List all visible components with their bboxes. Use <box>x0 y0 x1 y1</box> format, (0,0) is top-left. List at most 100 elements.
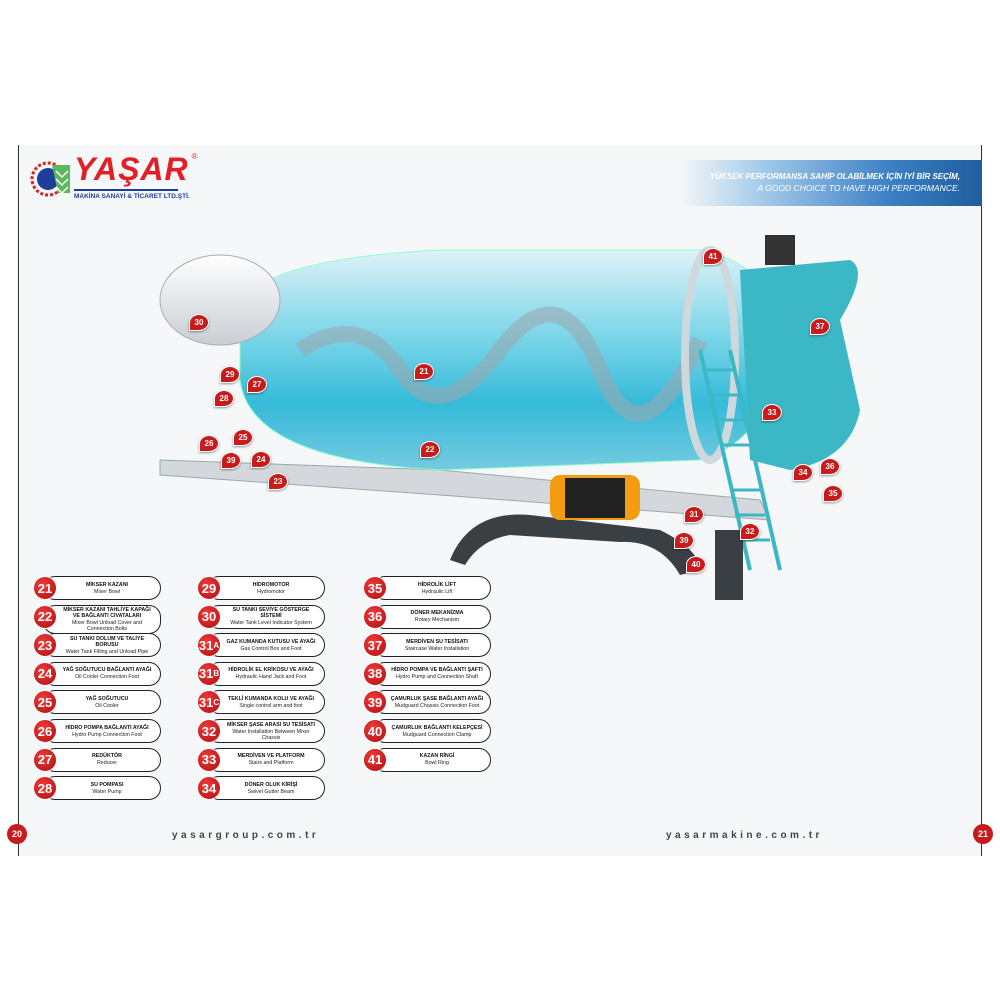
marker-30[interactable]: 30 <box>189 314 209 331</box>
legend-label-tr: MİKSER KAZANI <box>85 581 129 588</box>
legend-label-tr: MİKSER KAZANI TAHLİYE KAPAĞI VE BAĞLANTI… <box>63 606 151 619</box>
registered-icon: ® <box>191 152 198 161</box>
marker-25[interactable]: 25 <box>233 429 253 446</box>
marker-24[interactable]: 24 <box>251 451 271 468</box>
marker-40[interactable]: 40 <box>686 556 706 573</box>
url-right[interactable]: yasarmakine.com.tr <box>666 830 823 841</box>
marker-22[interactable]: 22 <box>420 441 440 458</box>
legend-label-en: Swivel Gutter Beam <box>247 788 295 795</box>
legend-label-tr: ÇAMURLUK ŞASE BAĞLANTI AYAĞI <box>390 695 484 702</box>
legend-label-tr: DÖNER OLUK KİRİŞİ <box>244 781 298 788</box>
legend-label-tr: ÇAMURLUK BAĞLANTI KELEPÇESİ <box>391 724 483 731</box>
logo-emblem-icon <box>30 161 70 197</box>
marker-39b[interactable]: 39 <box>674 532 694 549</box>
legend-number-text: 29 <box>201 580 217 596</box>
legend-number: 29 <box>197 576 221 600</box>
marker-35[interactable]: 35 <box>823 485 843 502</box>
page-number-right: 21 <box>973 824 993 844</box>
legend-number: 37 <box>363 633 387 658</box>
legend-label-en: Hydromotor <box>257 588 285 595</box>
legend-number: 32 <box>197 719 221 743</box>
marker-26[interactable]: 26 <box>199 435 219 452</box>
legend-label-en: Hydraulic Lift <box>421 588 453 595</box>
legend-number-suffix: A <box>213 640 220 650</box>
marker-21[interactable]: 21 <box>414 363 434 380</box>
legend-label-en: Oil Cooler <box>95 702 119 709</box>
legend-label-en: Oil Cooler Connection Foot <box>75 674 139 681</box>
legend-number-text: 34 <box>201 780 217 796</box>
legend-number: 23 <box>33 633 57 658</box>
legend-number-text: 41 <box>367 752 383 768</box>
legend-number: 36 <box>363 604 387 629</box>
legend-number-text: 25 <box>37 694 53 710</box>
marker-32[interactable]: 32 <box>740 523 760 540</box>
legend-number-text: 40 <box>367 723 383 739</box>
legend-number: 28 <box>33 776 57 801</box>
legend-label-tr: GAZ KUMANDA KUTUSU VE AYAĞI <box>226 638 316 645</box>
legend-number-text: 36 <box>367 609 383 625</box>
mixer-illustration <box>140 230 880 620</box>
marker-27[interactable]: 27 <box>247 376 267 393</box>
legend-number-suffix: C <box>213 697 220 707</box>
marker-28[interactable]: 28 <box>214 390 234 407</box>
marker-37[interactable]: 37 <box>810 318 830 335</box>
legend-number-text: 24 <box>37 666 53 682</box>
legend-number: 27 <box>33 747 57 772</box>
legend-number-text: 33 <box>201 752 217 768</box>
legend-label-en: Hydro Pump and Connection Shaft <box>396 674 478 681</box>
legend-label-en: Stairs and Platform <box>248 760 294 767</box>
legend-label-en: Single control arm and foot <box>239 702 303 709</box>
legend-label-en: Hydro Pump Connection Foot <box>72 731 142 738</box>
marker-31[interactable]: 31 <box>684 506 704 523</box>
url-left[interactable]: yasargroup.com.tr <box>172 830 320 841</box>
marker-33[interactable]: 33 <box>762 404 782 421</box>
legend-number: 38 <box>363 661 387 686</box>
legend-number-text: 21 <box>37 580 53 596</box>
legend-number: 25 <box>33 690 57 715</box>
legend-label-en: Rotary Mechanism <box>414 617 460 624</box>
legend-label-tr: HİDRO POMPA VE BAĞLANTI ŞAFTI <box>391 667 483 674</box>
company-logo: YAŞAR ® MAKİNA SANAYİ & TİCARET LTD.ŞTİ. <box>30 153 200 203</box>
mixer-drawing <box>159 235 860 600</box>
legend-label: MİKSER KAZANI TAHLİYE KAPAĞI VE BAĞLANTI… <box>43 604 161 634</box>
legend-number-text: 31 <box>198 694 214 710</box>
legend-label-tr: HİDROLİK LİFT <box>417 581 457 588</box>
legend-label-en: Water Tank Filling and Unload Pipe <box>65 648 149 655</box>
marker-34[interactable]: 34 <box>793 464 813 481</box>
logo-brand-row: YAŞAR ® <box>74 152 198 186</box>
legend-label-tr: REDÜKTÖR <box>91 753 122 760</box>
marker-39[interactable]: 39 <box>221 452 241 469</box>
marker-29[interactable]: 29 <box>220 366 240 383</box>
legend-label-en: Water Pump <box>92 788 122 795</box>
legend-number: 24 <box>33 661 57 686</box>
marker-36[interactable]: 36 <box>820 458 840 475</box>
legend-number-text: 32 <box>201 723 217 739</box>
marker-41[interactable]: 41 <box>703 248 723 265</box>
marker-23[interactable]: 23 <box>268 473 288 490</box>
